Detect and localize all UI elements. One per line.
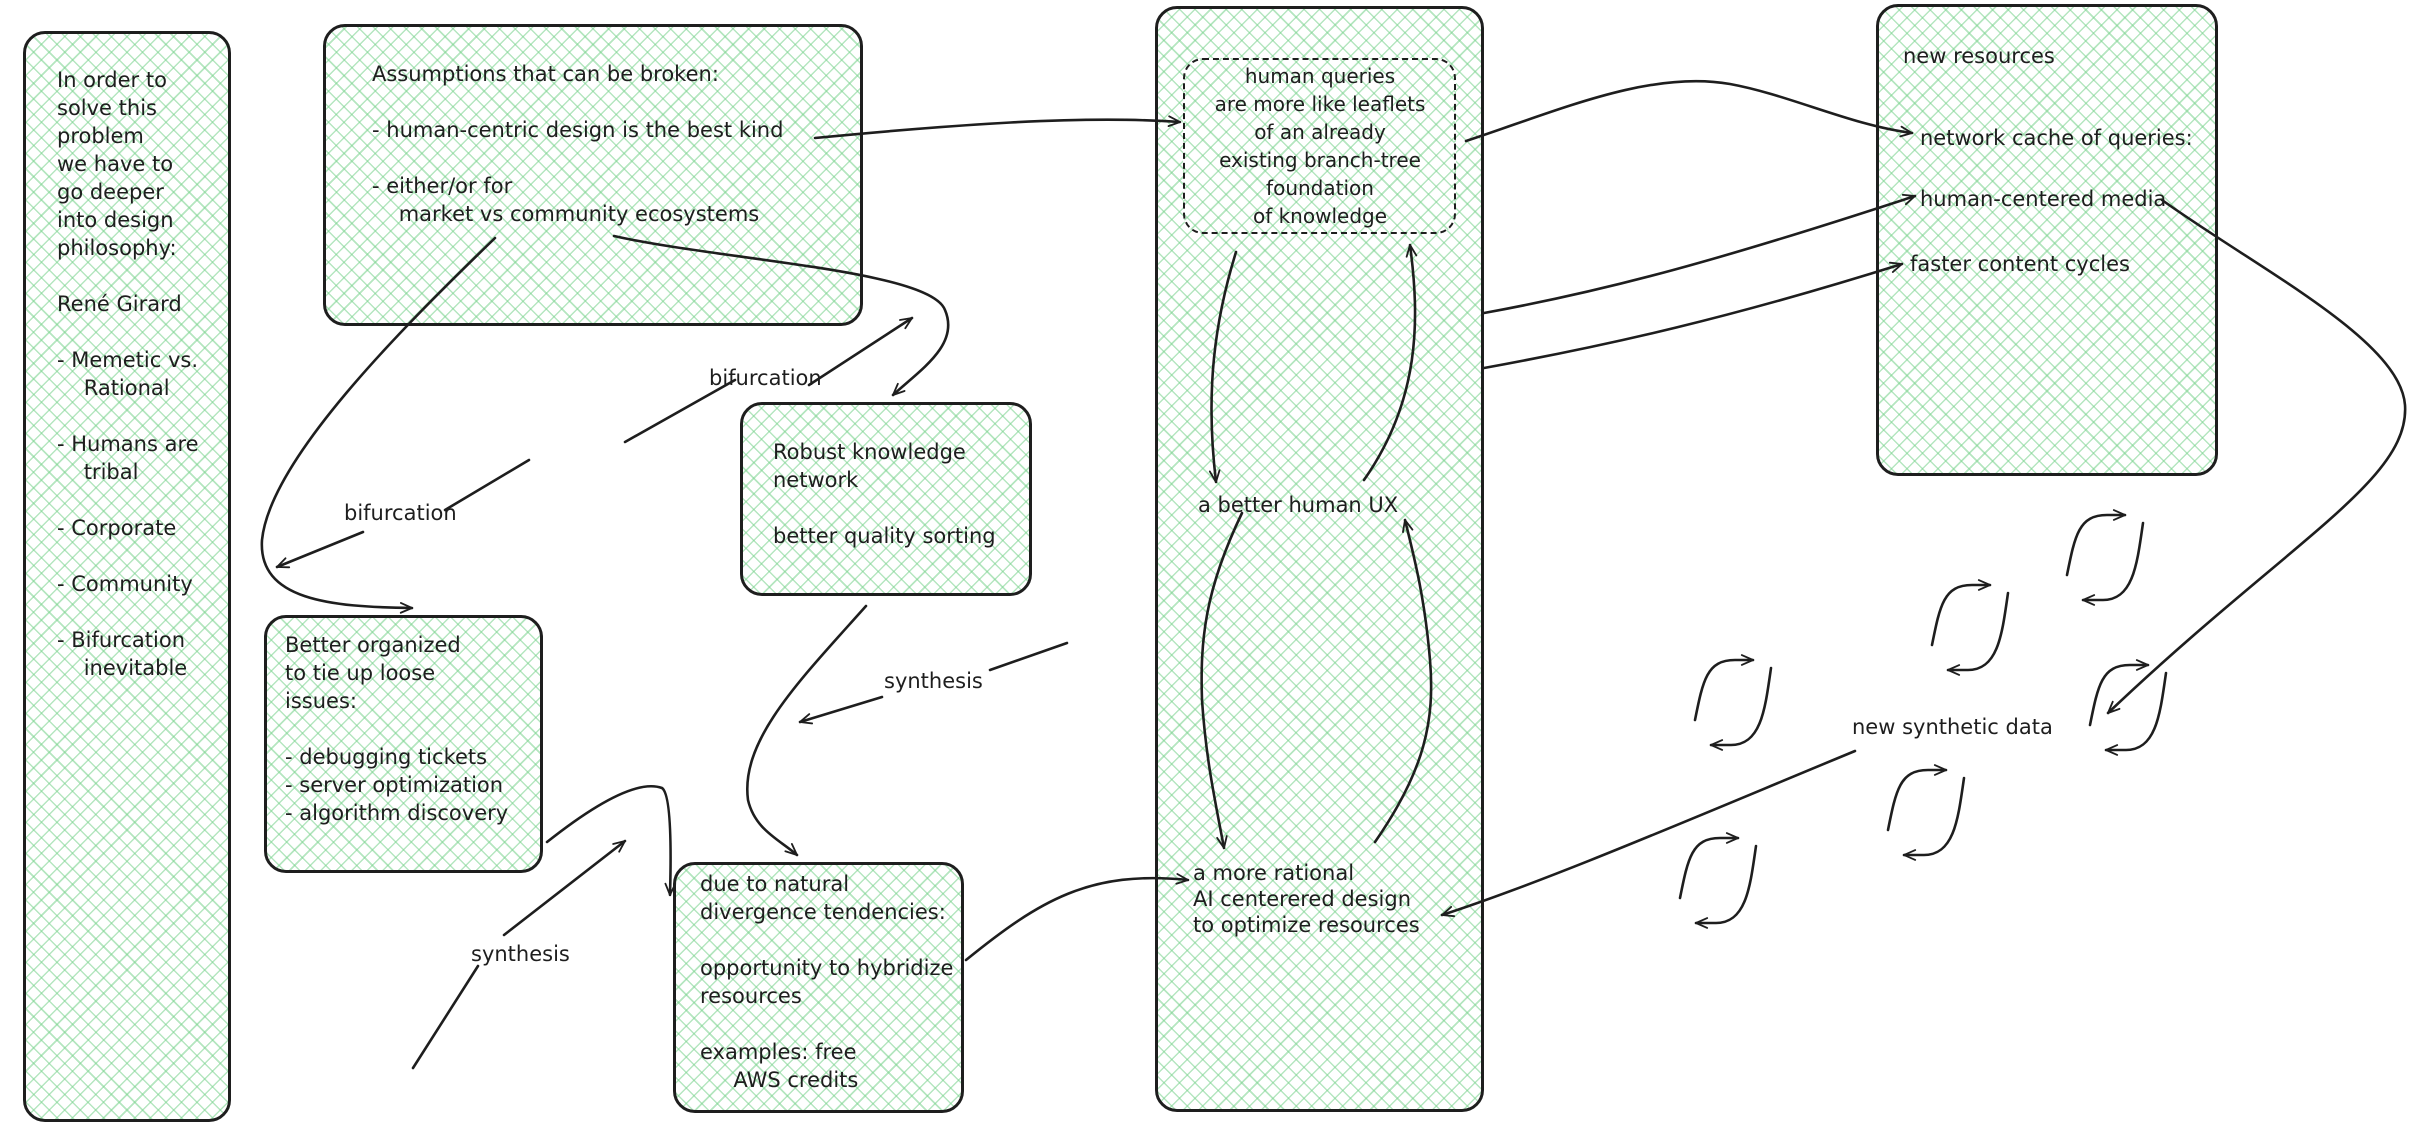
bifurcation-arrow-upper: [623, 378, 737, 444]
cycle-icon: [1693, 654, 1773, 751]
robust-network-box[interactable]: [740, 402, 1032, 596]
new-resources-title: new resources: [1903, 44, 2055, 68]
arrow-robust-to-divergence: [745, 604, 868, 857]
arrow-market-to-organized: [260, 236, 497, 614]
rational-ai-label: a more rational AI centerered design to …: [1193, 861, 1420, 937]
cycle-icon: [1886, 764, 1966, 861]
divergence-box[interactable]: [673, 862, 964, 1113]
synthesis-label: synthesis: [471, 942, 570, 966]
synthesis-arrow-left-tail: [411, 964, 480, 1070]
new-resources-item: network cache of queries:: [1920, 126, 2193, 150]
bifurcation-label: bifurcation: [344, 501, 457, 525]
bifurcation-label: bifurcation: [709, 366, 822, 390]
arrow-ux-to-rational: [1200, 511, 1244, 850]
arrow-assumptions-to-queries: [813, 115, 1182, 140]
divergence-text: due to natural divergence tendencies: op…: [700, 872, 954, 1092]
philosophy-box[interactable]: [23, 31, 231, 1122]
cycle-icon: [2065, 509, 2145, 606]
new-resources-item: faster content cycles: [1910, 252, 2130, 276]
arrow-queries-to-ux: [1208, 250, 1238, 484]
human-queries-text: human queries are more like leaflets of …: [1214, 64, 1426, 228]
cycle-icon: [2088, 659, 2168, 756]
bifurcation-arrow-lower-head: [275, 530, 365, 569]
arrow-media-to-synthetic: [2106, 198, 2407, 715]
bifurcation-arrow-lower: [443, 458, 531, 512]
assumptions-text: Assumptions that can be broken: - human-…: [372, 62, 784, 226]
cycle-icon: [1678, 832, 1758, 929]
synthesis-label: synthesis: [884, 669, 983, 693]
arrow-community-to-robust: [612, 234, 950, 397]
philosophy-text: In order to solve this problem we have t…: [57, 68, 199, 680]
synthetic-data-label: new synthetic data: [1852, 715, 2053, 739]
better-organized-text: Better organized to tie up loose issues:…: [285, 633, 509, 825]
robust-network-text: Robust knowledge network better quality …: [773, 440, 996, 548]
arrow-column-to-cycles: [1482, 261, 1904, 370]
bifurcation-arrow-upper-head: [807, 316, 914, 387]
synthesis-arrow-right-head: [798, 695, 884, 725]
arrow-divergence-to-rational: [964, 873, 1190, 962]
human-queries-box[interactable]: [1183, 58, 1456, 234]
better-organized-box[interactable]: [264, 615, 543, 873]
arrow-organized-to-divergence: [545, 785, 677, 897]
new-resources-item: human-centered media: [1920, 187, 2167, 211]
synthesis-arrow-right: [988, 641, 1069, 672]
arrow-synthetic-to-rational: [1440, 749, 1857, 918]
arrow-column-to-media: [1482, 193, 1917, 315]
synthesis-arrow-left: [502, 839, 627, 937]
new-resources-box[interactable]: [1876, 4, 2218, 476]
better-ux-label: a better human UX: [1198, 493, 1399, 517]
arrow-queries-to-cache: [1464, 79, 1914, 143]
cycle-icon: [1930, 579, 2010, 676]
arrow-rational-to-ux: [1373, 518, 1433, 844]
assumptions-box[interactable]: [323, 24, 863, 326]
cycle-icon-group: [1678, 509, 2168, 929]
arrow-ux-to-queries: [1362, 243, 1418, 482]
